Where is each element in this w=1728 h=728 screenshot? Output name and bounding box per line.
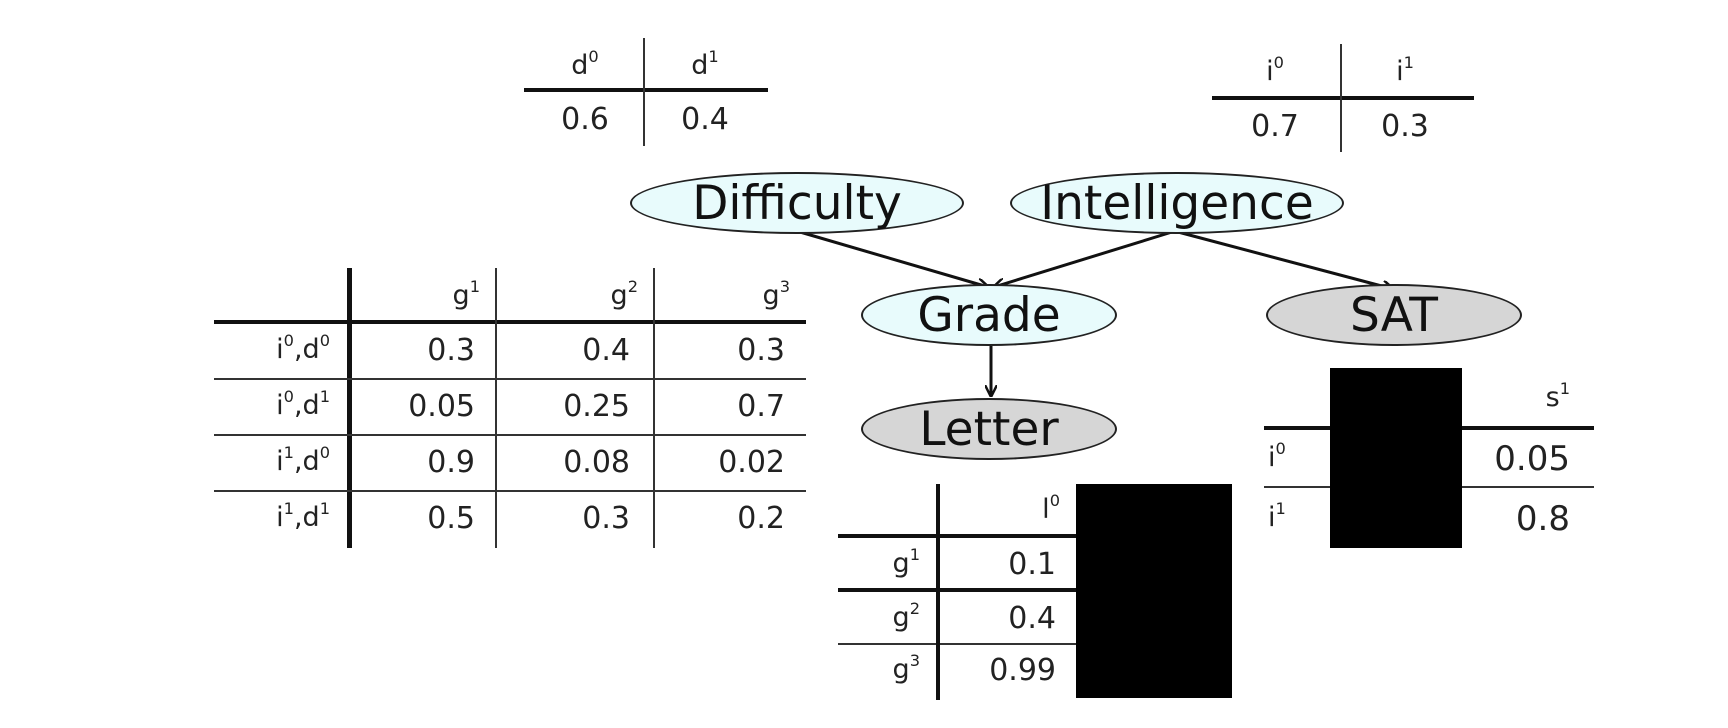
sat-redaction-block xyxy=(1330,368,1462,548)
cpd-difficulty-header-0: d0 xyxy=(571,46,599,81)
cpd-difficulty-value-0: 0.6 xyxy=(561,102,609,137)
cpd-difficulty-value-1: 0.4 xyxy=(681,102,729,137)
node-grade: Grade xyxy=(861,284,1117,346)
cpd-grade-cell: 0.3 xyxy=(582,501,630,536)
cpd-grade-cell: 0.9 xyxy=(427,445,475,480)
cpd-letter-cell: 0.4 xyxy=(1008,601,1056,636)
cpd-grade-row-label: i1,d0 xyxy=(276,442,330,477)
cpd-grade-cell: 0.3 xyxy=(427,333,475,368)
node-sat-label: SAT xyxy=(1350,287,1438,343)
cpd-sat-cell: 0.05 xyxy=(1494,439,1570,479)
cpd-grade-cell: 0.5 xyxy=(427,501,475,536)
cpd-grade-cell: 0.7 xyxy=(737,389,785,424)
cpd-grade-cell: 0.02 xyxy=(718,445,785,480)
node-sat: SAT xyxy=(1266,284,1522,346)
cpd-grade-header-1: g2 xyxy=(610,276,638,311)
node-intelligence: Intelligence xyxy=(1010,172,1344,234)
cpd-letter-row-label: g2 xyxy=(892,598,920,633)
node-grade-label: Grade xyxy=(917,287,1061,343)
cpd-sat-cell: 0.8 xyxy=(1515,499,1570,539)
cpd-grade-row-label: i0,d0 xyxy=(276,330,330,365)
node-letter-label: Letter xyxy=(919,401,1059,457)
cpd-intelligence-header-0: i0 xyxy=(1266,52,1284,87)
node-letter: Letter xyxy=(861,398,1117,460)
cpd-letter-row-label: g3 xyxy=(892,650,920,685)
cpd-letter-header: l0 xyxy=(1042,490,1060,525)
cpd-intelligence-value-1: 0.3 xyxy=(1381,109,1429,144)
cpd-intelligence-value-0: 0.7 xyxy=(1251,109,1299,144)
cpd-letter-row-label: g1 xyxy=(892,544,920,579)
letter-redaction-block xyxy=(1076,484,1232,698)
cpd-letter-cell: 0.1 xyxy=(1008,547,1056,582)
cpd-sat-row-label: i0 xyxy=(1268,438,1286,473)
node-intelligence-label: Intelligence xyxy=(1040,175,1314,231)
cpd-sat-header: s1 xyxy=(1545,378,1570,413)
cpd-grade-cell: 0.2 xyxy=(737,501,785,536)
cpd-grade-cell: 0.4 xyxy=(582,333,630,368)
cpd-grade-cell: 0.05 xyxy=(408,389,475,424)
cpd-grade-row-label: i0,d1 xyxy=(276,386,330,421)
cpd-grade-cell: 0.25 xyxy=(563,389,630,424)
edge-intelligence-sat xyxy=(1177,230,1393,289)
edge-intelligence-grade xyxy=(994,230,1173,287)
cpd-grade-cell: 0.3 xyxy=(737,333,785,368)
cpd-grade-row-label: i1,d1 xyxy=(276,498,330,533)
edge-difficulty-grade xyxy=(799,230,988,287)
cpd-letter-cell: 0.99 xyxy=(989,653,1056,688)
cpd-grade-header-2: g3 xyxy=(762,276,790,311)
cpd-difficulty-header-1: d1 xyxy=(691,46,719,81)
node-difficulty-label: Difficulty xyxy=(692,175,902,231)
node-difficulty: Difficulty xyxy=(630,172,964,234)
cpd-grade-header-0: g1 xyxy=(452,276,480,311)
cpd-sat-row-label: i1 xyxy=(1268,498,1286,533)
cpd-intelligence-header-1: i1 xyxy=(1396,52,1414,87)
cpd-grade-cell: 0.08 xyxy=(563,445,630,480)
